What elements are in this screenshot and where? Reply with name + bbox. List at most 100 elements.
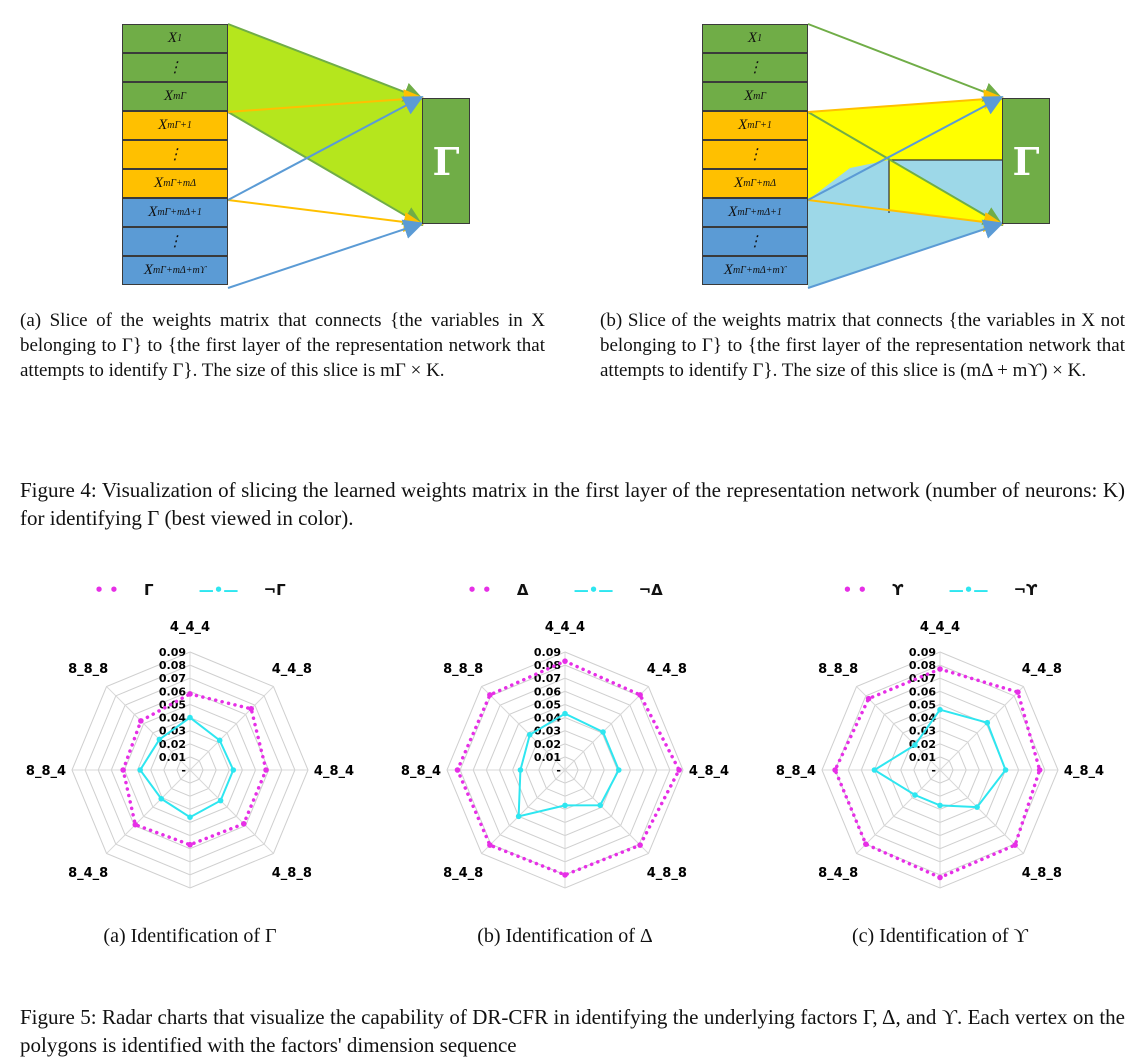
tick-label: 0.05 bbox=[159, 698, 186, 711]
series-point bbox=[912, 742, 918, 748]
variable-cell: ⋮ bbox=[702, 53, 808, 82]
gamma-target-box: Γ bbox=[1002, 98, 1050, 224]
series-point bbox=[562, 710, 568, 717]
grid-spoke bbox=[189, 769, 274, 854]
axis-label: 4_4_8 bbox=[647, 662, 687, 677]
series-point bbox=[1015, 689, 1021, 695]
axis-label: 8_8_4 bbox=[26, 764, 66, 779]
grid-spoke bbox=[939, 686, 1024, 771]
series-point bbox=[454, 767, 461, 773]
tick-label: 0.06 bbox=[534, 685, 561, 698]
tick-label: 0.09 bbox=[909, 646, 936, 659]
series-point bbox=[187, 714, 193, 721]
axis-label: 4_8_8 bbox=[272, 866, 312, 881]
axis-label: 4_8_4 bbox=[314, 764, 354, 779]
series-point bbox=[120, 767, 126, 773]
series-point bbox=[1012, 842, 1018, 848]
radar-svg: -0.010.020.030.040.050.060.070.080.094_4… bbox=[26, 620, 354, 923]
series-point bbox=[1002, 767, 1009, 773]
series-point bbox=[676, 767, 682, 773]
grid-spoke bbox=[106, 686, 191, 771]
variable-cell: ⋮ bbox=[122, 53, 228, 82]
axis-label: 4_4_4 bbox=[920, 620, 960, 635]
upsilon-slice-fill-bottom bbox=[808, 200, 1002, 288]
grid-spoke bbox=[481, 686, 566, 771]
series-point bbox=[138, 718, 144, 724]
tick-label: 0.04 bbox=[909, 712, 936, 725]
axis-label: 8_8_8 bbox=[443, 662, 483, 677]
tick-label: 0.04 bbox=[534, 712, 561, 725]
legend-item-factor: • • Δ bbox=[467, 581, 529, 599]
series-point bbox=[240, 820, 247, 827]
legend: • • Γ —•— ¬Γ bbox=[0, 581, 380, 599]
tick-label: 0.04 bbox=[159, 712, 186, 725]
subcaption-b: (b) Slice of the weights matrix that con… bbox=[600, 310, 1125, 381]
diagram-a-arrows bbox=[227, 23, 424, 289]
axis-label: 4_8_8 bbox=[1022, 866, 1062, 881]
figure-5-caption: Figure 5: Radar charts that visualize th… bbox=[20, 1005, 1125, 1057]
axis-label: 8_4_8 bbox=[818, 866, 858, 881]
tick-label: 0.07 bbox=[534, 672, 561, 685]
series-point bbox=[156, 736, 163, 743]
tick-label: 0.07 bbox=[909, 672, 936, 685]
chart-caption: (a) Identification of Γ bbox=[103, 925, 277, 947]
diagram-b-arrows bbox=[807, 23, 1004, 289]
delta-slice-fill-top bbox=[808, 98, 1002, 160]
series-point bbox=[865, 695, 872, 702]
chart-caption: (b) Identification of Δ bbox=[477, 925, 653, 947]
series-point bbox=[487, 692, 493, 698]
axis-label: 4_4_8 bbox=[1022, 662, 1062, 677]
axis-label: 8_8_8 bbox=[818, 662, 858, 677]
series-point bbox=[562, 872, 568, 878]
series-point bbox=[187, 841, 193, 848]
gamma-slice-fill bbox=[228, 24, 422, 224]
axis-label: 4_8_4 bbox=[1064, 764, 1104, 779]
series-point bbox=[863, 841, 869, 847]
legend-item-not-factor: —•— ¬Δ bbox=[573, 581, 663, 599]
grid-spoke bbox=[564, 686, 649, 771]
series-point bbox=[248, 706, 254, 712]
tick-label: 0.01 bbox=[534, 751, 561, 764]
subcaption-a: (a) Slice of the weights matrix that con… bbox=[20, 310, 545, 381]
series-point bbox=[562, 802, 568, 809]
tick-label: 0.02 bbox=[534, 738, 561, 751]
series-point bbox=[1036, 767, 1043, 773]
tick-label: 0.02 bbox=[159, 738, 186, 751]
series-point bbox=[984, 719, 991, 726]
series-point bbox=[637, 692, 643, 698]
series-point bbox=[600, 729, 606, 735]
legend-item-not-factor: —•— ¬Γ bbox=[198, 581, 286, 599]
tick-label: 0.05 bbox=[534, 698, 561, 711]
series-point bbox=[217, 797, 224, 804]
tick-label: 0.05 bbox=[909, 698, 936, 711]
series-point bbox=[937, 706, 943, 713]
variable-cell: ⋮ bbox=[122, 227, 228, 256]
tick-label: 0.06 bbox=[159, 685, 186, 698]
grid-spoke bbox=[939, 769, 1024, 854]
series-point bbox=[137, 767, 143, 773]
figure-4-caption: Figure 4: Visualization of slicing the l… bbox=[20, 478, 1125, 530]
series-point bbox=[615, 767, 622, 773]
tick-label: 0.08 bbox=[159, 659, 186, 672]
series-point bbox=[526, 731, 533, 738]
series-point bbox=[158, 795, 165, 802]
legend-item-not-factor: —•— ¬ϒ bbox=[948, 581, 1038, 599]
series-point bbox=[230, 767, 237, 773]
series-point bbox=[562, 658, 568, 664]
grid-spoke bbox=[856, 769, 941, 854]
tick-label: 0.03 bbox=[909, 725, 936, 738]
series-line bbox=[121, 692, 268, 847]
series-point bbox=[487, 842, 493, 848]
radar-svg: -0.010.020.030.040.050.060.070.080.094_4… bbox=[776, 620, 1104, 923]
tick-label: 0.03 bbox=[534, 725, 561, 738]
